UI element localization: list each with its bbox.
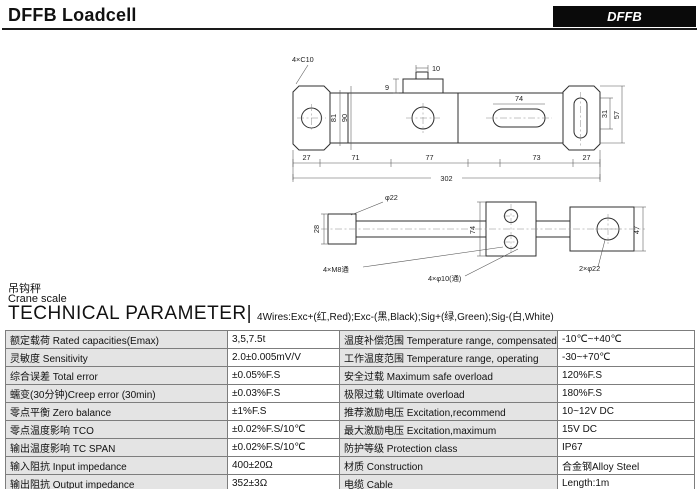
- param-value-cell: IP67: [557, 438, 695, 457]
- dimension-lines: [292, 64, 625, 182]
- dim-label-77: 77: [425, 153, 433, 162]
- param-value-cell: 352±3Ω: [227, 474, 340, 489]
- table-row: 蠕变(30分钟)Creep error (30min) ±0.03%F.S 极限…: [5, 384, 695, 403]
- param-label-cell: 材质 Construction: [339, 456, 558, 475]
- table-row: 零点平衡 Zero balance ±1%F.S 推荐激励电压 Excitati…: [5, 402, 695, 421]
- param-value-cell: 180%F.S: [557, 384, 695, 403]
- param-value-cell: ±0.03%F.S: [227, 384, 340, 403]
- dim-label-81: 81: [329, 114, 338, 122]
- table-row: 输出阻抗 Output impedance 352±3Ω 电缆 Cable Le…: [5, 474, 695, 489]
- dim-label-57: 57: [612, 111, 621, 119]
- dim-label-71: 71: [351, 153, 359, 162]
- dim-label-28: 28: [312, 225, 321, 233]
- vertical-slot: [573, 97, 588, 139]
- dim-label-74-plan: 74: [468, 226, 477, 234]
- param-value-cell: Length:1m: [557, 474, 695, 489]
- dim-label-27-right: 27: [582, 153, 590, 162]
- dim-label-10: 10: [432, 64, 440, 73]
- centerlines: [297, 92, 581, 146]
- loadcell-side-view-drawing: 4×C10 9 10 81 90 74 31 57 27 71 77 73 27…: [292, 55, 625, 183]
- page-title: DFFB Loadcell: [8, 5, 137, 25]
- model-badge: DFFB: [553, 6, 696, 27]
- section-title: TECHNICAL PARAMETER|: [8, 303, 253, 324]
- table-row: 输入阻抗 Input impedance 400±20Ω 材质 Construc…: [5, 456, 695, 475]
- dim-label-302: 302: [440, 174, 452, 183]
- dim-label-73: 73: [532, 153, 540, 162]
- param-label-cell: 输出温度影响 TC SPAN: [5, 438, 228, 457]
- param-label-cell: 推荐激励电压 Excitation,recommend: [339, 402, 558, 421]
- dim-label-dia22: φ22: [385, 193, 398, 202]
- param-value-cell: 15V DC: [557, 420, 695, 439]
- table-row: 综合误差 Total error ±0.05%F.S 安全过载 Maximum …: [5, 366, 695, 385]
- param-value-cell: 2.0±0.005mV/V: [227, 348, 340, 367]
- param-value-cell: 合金钢Alloy Steel: [557, 456, 695, 475]
- param-label-cell: 输出阻抗 Output impedance: [5, 474, 228, 489]
- param-label-cell: 温度补偿范围 Temperature range, compensated: [339, 330, 558, 349]
- param-value-cell: -30~+70℃: [557, 348, 695, 367]
- param-label-cell: 零点温度影响 TCO: [5, 420, 228, 439]
- param-value-cell: ±0.02%F.S/10℃: [227, 438, 340, 457]
- param-label-cell: 零点平衡 Zero balance: [5, 402, 228, 421]
- param-label-cell: 最大激励电压 Excitation,maximum: [339, 420, 558, 439]
- param-label-cell: 输入阻抗 Input impedance: [5, 456, 228, 475]
- dim-label-74: 74: [515, 94, 523, 103]
- header-divider: [2, 28, 697, 30]
- dim-label-27-left: 27: [302, 153, 310, 162]
- param-label-cell: 额定载荷 Rated capacities(Emax): [5, 330, 228, 349]
- param-label-cell: 工作温度范围 Temperature range, operating: [339, 348, 558, 367]
- param-value-cell: -10℃~+40℃: [557, 330, 695, 349]
- param-value-cell: ±0.05%F.S: [227, 366, 340, 385]
- wiring-code-note: 4Wires:Exc+(红,Red);Exc-(黑,Black);Sig+(绿,…: [257, 312, 554, 323]
- chamfer-dim-label: 4×C10: [292, 55, 314, 64]
- dim-label-47: 47: [632, 226, 641, 234]
- dim-label-90: 90: [340, 114, 349, 122]
- thread-holes-label: 4×M8通: [323, 265, 349, 274]
- param-label-cell: 综合误差 Total error: [5, 366, 228, 385]
- dim-label-9: 9: [385, 83, 389, 92]
- plan-dimension-lines: [321, 201, 646, 277]
- param-value-cell: 120%F.S: [557, 366, 695, 385]
- param-label-cell: 极限过载 Ultimate overload: [339, 384, 558, 403]
- table-row: 输出温度影响 TC SPAN ±0.02%F.S/10℃ 防护等级 Protec…: [5, 438, 695, 457]
- plan-centerlines: [321, 204, 645, 254]
- loadcell-bottom-view-drawing: φ22 28 74 47 4×M8通 4×φ10(通) 2×φ22: [312, 193, 646, 283]
- product-type-cn: 吊钩秤: [8, 283, 41, 295]
- param-value-cell: 10~12V DC: [557, 402, 695, 421]
- dim-label-31: 31: [600, 110, 609, 118]
- parameter-table: 额定载荷 Rated capacities(Emax) 3,5,7.5t 温度补…: [5, 330, 695, 489]
- param-value-cell: ±0.02%F.S/10℃: [227, 420, 340, 439]
- param-label-cell: 电缆 Cable: [339, 474, 558, 489]
- param-label-cell: 蠕变(30分钟)Creep error (30min): [5, 384, 228, 403]
- param-label-cell: 灵敏度 Sensitivity: [5, 348, 228, 367]
- table-row: 灵敏度 Sensitivity 2.0±0.005mV/V 工作温度范围 Tem…: [5, 348, 695, 367]
- param-label-cell: 防护等级 Protection class: [339, 438, 558, 457]
- hook-holes-label: 2×φ22: [579, 264, 600, 273]
- table-row: 额定载荷 Rated capacities(Emax) 3,5,7.5t 温度补…: [5, 330, 695, 349]
- param-value-cell: ±1%F.S: [227, 402, 340, 421]
- table-row: 零点温度影响 TCO ±0.02%F.S/10℃ 最大激励电压 Excitati…: [5, 420, 695, 439]
- technical-parameter-header: TECHNICAL PARAMETER| 4Wires:Exc+(红,Red);…: [8, 303, 554, 325]
- param-value-cell: 3,5,7.5t: [227, 330, 340, 349]
- loadcell-body-outline: [292, 71, 601, 151]
- through-holes-label: 4×φ10(通): [428, 274, 461, 283]
- param-label-cell: 安全过载 Maximum safe overload: [339, 366, 558, 385]
- product-type-en: Crane scale: [8, 293, 67, 305]
- param-value-cell: 400±20Ω: [227, 456, 340, 475]
